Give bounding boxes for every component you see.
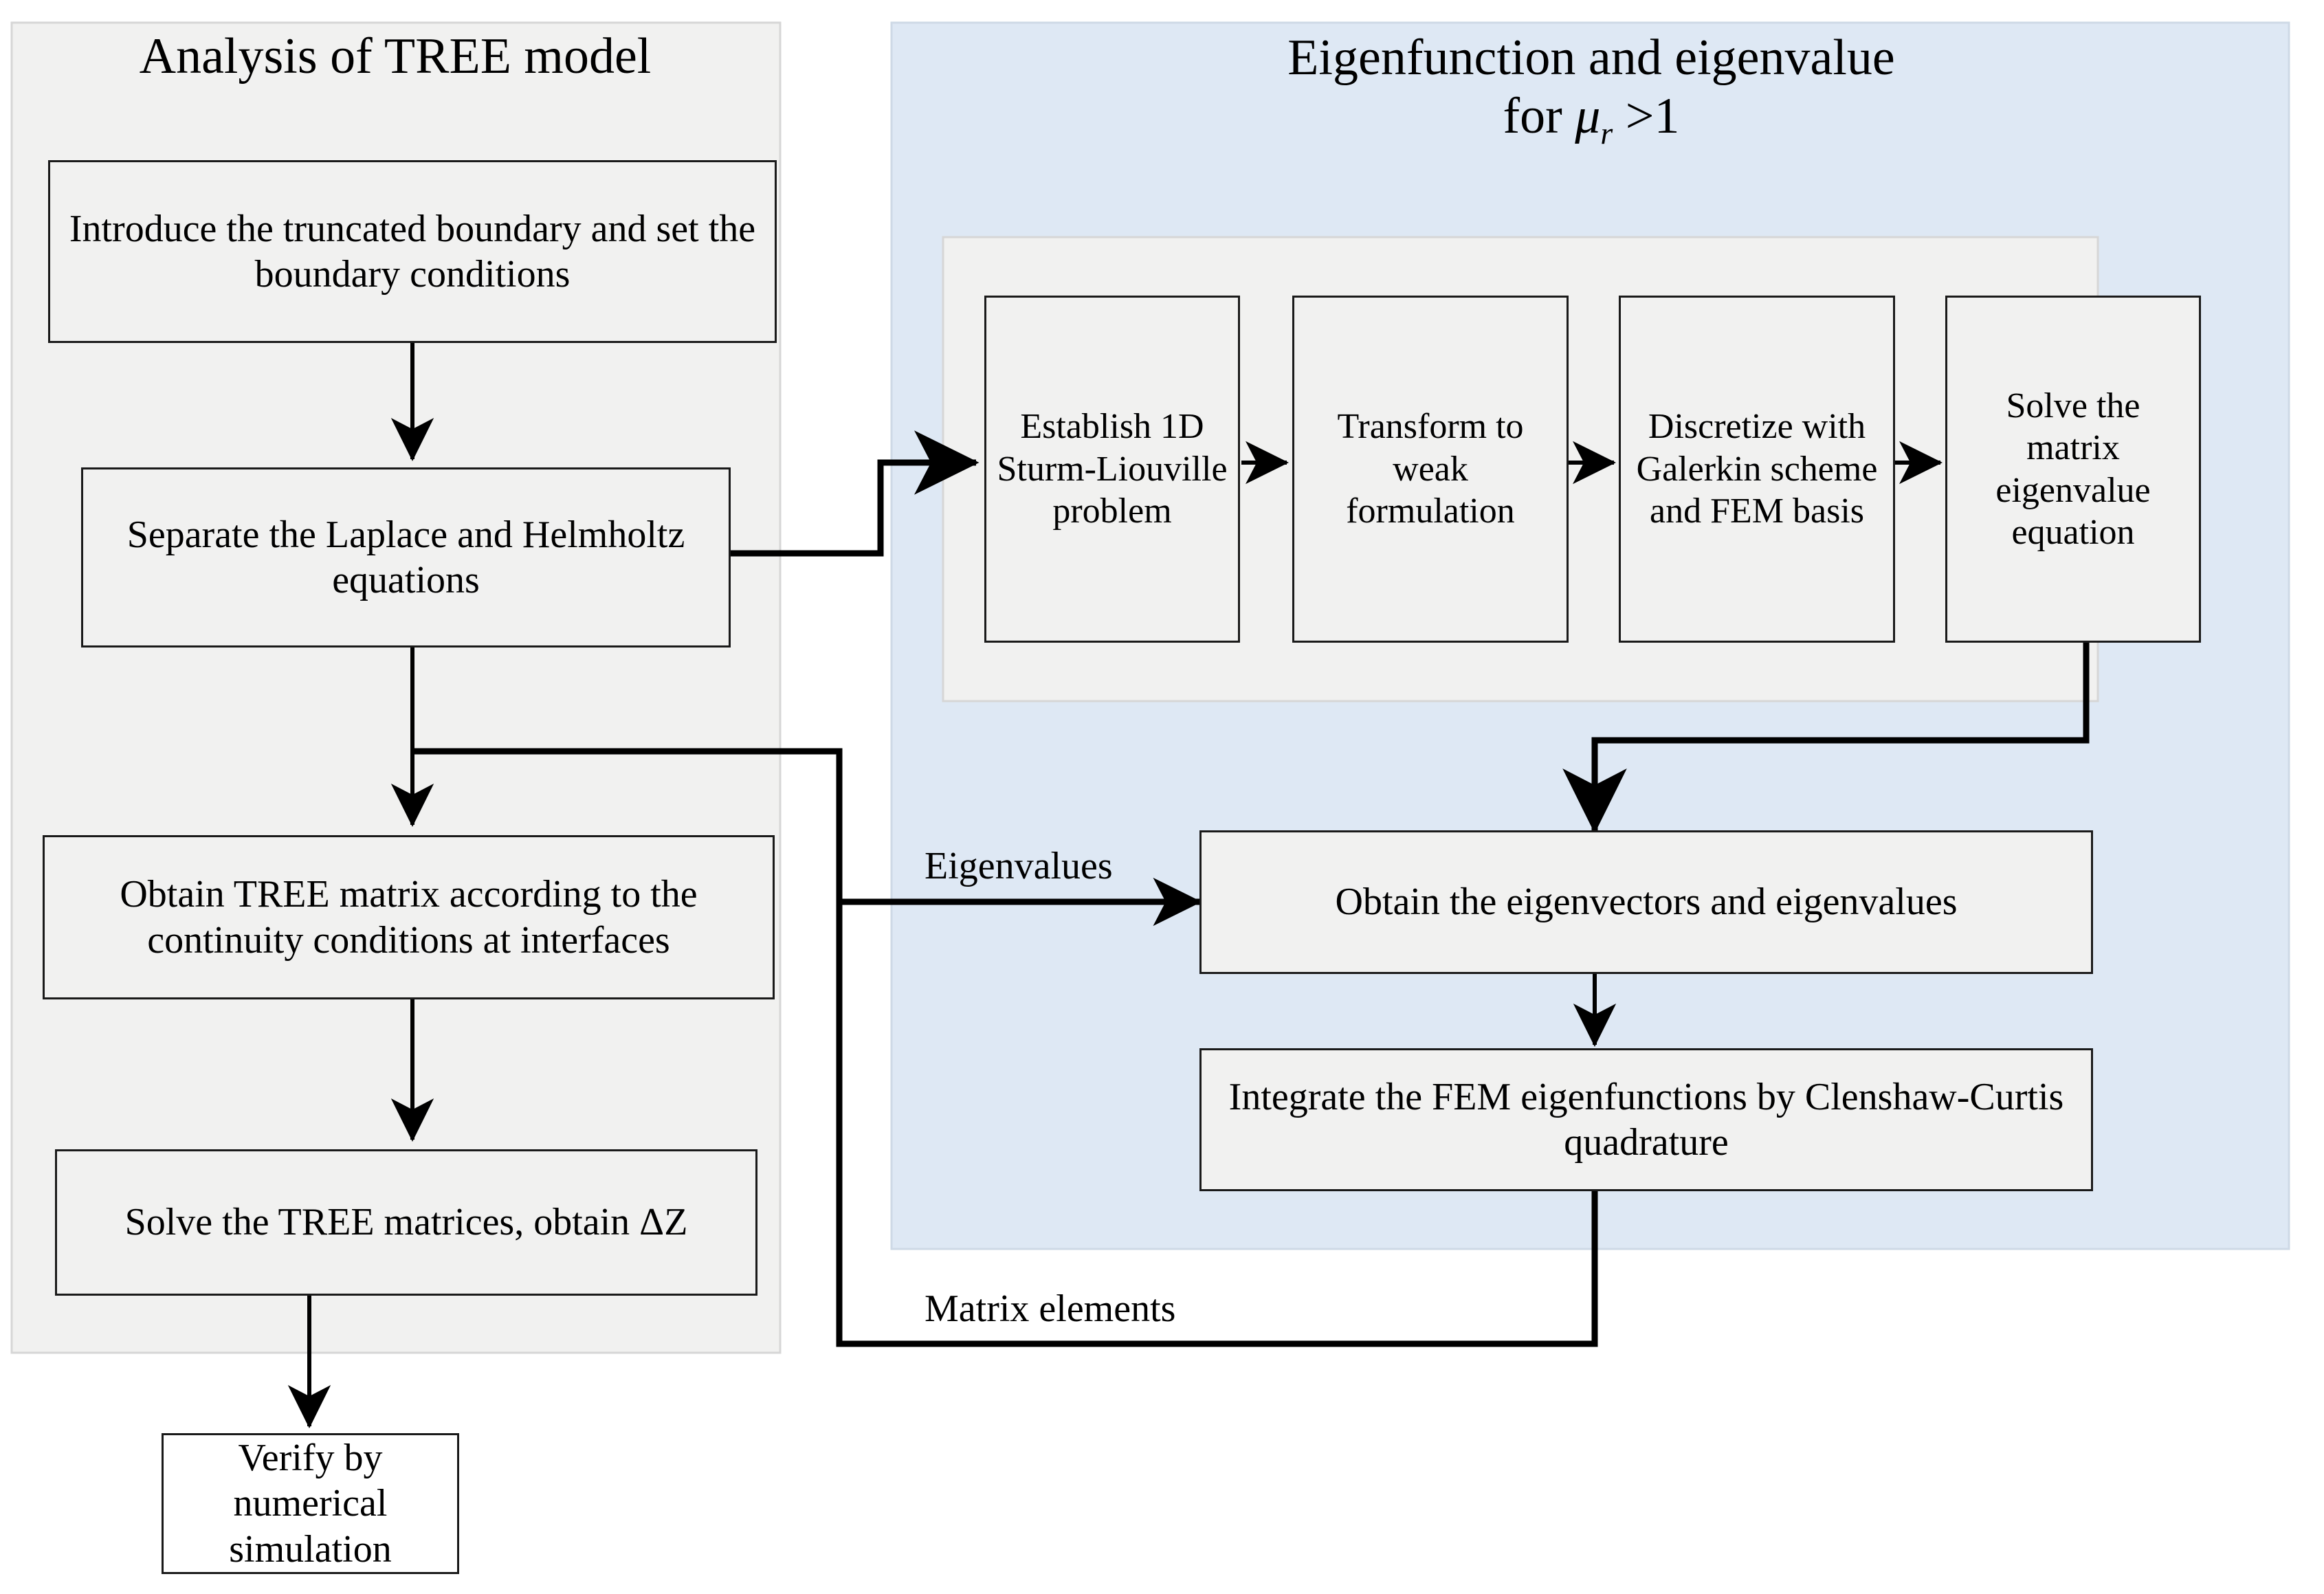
node-matrix-eig[interactable]: Solve the matrix eigenvalue equation [1945, 296, 2201, 643]
node-verify[interactable]: Verify by numerical simulation [162, 1433, 459, 1574]
right-panel-title: Eigenfunction and eigenvalue for μr >1 [900, 29, 2282, 152]
mu-symbol: μ [1575, 88, 1601, 145]
node-integrate[interactable]: Integrate the FEM eigenfunctions by Clen… [1199, 1048, 2093, 1191]
title-for-word: for [1503, 88, 1575, 145]
right-panel-title-line2: for μr >1 [1503, 88, 1680, 151]
connector-separate-to-sturm-liouville [731, 430, 980, 557]
node-solve-tree[interactable]: Solve the TREE matrices, obtain ΔZ [55, 1149, 757, 1296]
edge-label-matrix-elements: Matrix elements [925, 1287, 1176, 1330]
node-introduce[interactable]: Introduce the truncated boundary and set… [48, 160, 777, 343]
node-tree-matrix[interactable]: Obtain TREE matrix according to the cont… [43, 835, 775, 999]
node-eigenvectors[interactable]: Obtain the eigenvectors and eigenvalues [1199, 830, 2093, 974]
title-greater-than-one: >1 [1613, 88, 1680, 145]
right-panel-title-line1: Eigenfunction and eigenvalue [1287, 30, 1895, 86]
connector-integrate-to-matrix-elements [836, 756, 1598, 1347]
node-galerkin[interactable]: Discretize with Galerkin scheme and FEM … [1619, 296, 1895, 643]
connector-matrix-eig-to-eigenvectors [1562, 643, 2090, 834]
mu-subscript: r [1600, 115, 1613, 151]
left-panel-title: Analysis of TREE model [139, 28, 652, 85]
edge-label-eigenvalues: Eigenvalues [925, 845, 1113, 887]
node-weak-form[interactable]: Transform to weak formulation [1292, 296, 1569, 643]
node-separate[interactable]: Separate the Laplace and Helmholtz equat… [81, 467, 731, 647]
node-sturm-liouville[interactable]: Establish 1D Sturm-Liouville problem [984, 296, 1240, 643]
